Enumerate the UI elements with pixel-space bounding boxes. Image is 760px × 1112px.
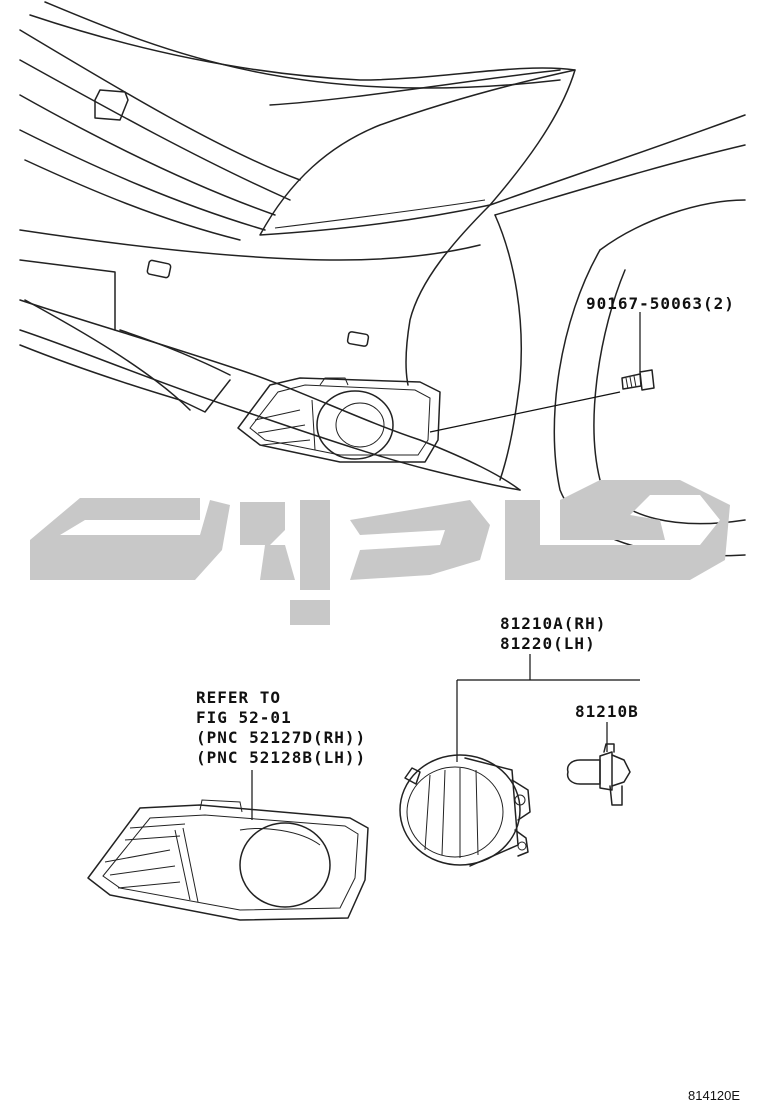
figure-code: 814120E	[688, 1088, 741, 1103]
fog-lamp-assembly	[399, 754, 531, 867]
bumper-bezel-part	[87, 799, 369, 921]
callout-bolt: 90167-50063(2)	[586, 294, 735, 313]
callout-foglamp-rh: 81210A(RH)	[500, 614, 607, 633]
bulb-part	[566, 743, 631, 806]
callout-bulb: 81210B	[575, 702, 639, 721]
callout-foglamp-lh: 81220(LH)	[500, 634, 596, 653]
leader-lines	[251, 312, 641, 820]
refer-note-line-4: (PNC 52128B(LH))	[196, 748, 367, 767]
refer-note-line-3: (PNC 52127D(RH))	[196, 728, 367, 747]
refer-note-line-1: REFER TO	[196, 688, 282, 707]
refer-note-line-2: FIG 52-01	[196, 708, 292, 727]
bolt-part	[621, 369, 655, 391]
arabic-script-watermark	[30, 480, 730, 625]
car-front-body	[19, 1, 746, 557]
